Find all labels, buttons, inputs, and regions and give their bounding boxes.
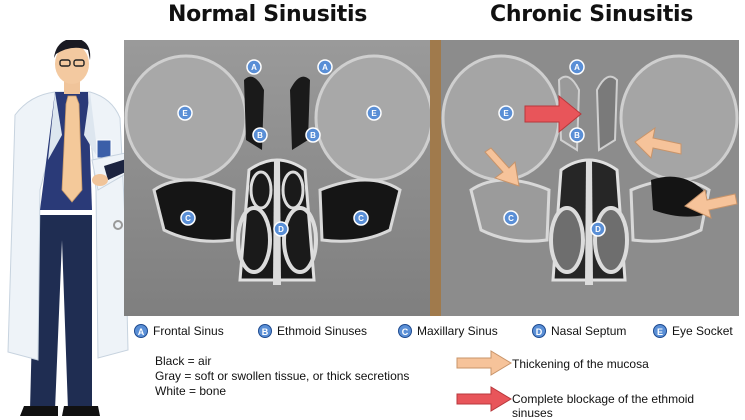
badge-d-chronic: D: [590, 221, 606, 237]
svg-text:A: A: [322, 63, 328, 72]
chronic-sinus-ct-scan: A B E C D: [441, 40, 739, 316]
thickening-label: Thickening of the mucosa: [512, 357, 649, 371]
legend-label-eye-socket: Eye Socket: [672, 324, 733, 338]
key-gray: Gray = soft or swollen tissue, or thick …: [155, 369, 410, 383]
badge-d: D: [273, 221, 289, 237]
legend-ethmoid-sinuses: B Ethmoid Sinuses: [258, 324, 367, 338]
badge-b-chronic: B: [569, 127, 585, 143]
thickening-arrow-3: [684, 189, 738, 219]
sinus-legend: A Frontal Sinus B Ethmoid Sinuses C Maxi…: [134, 324, 740, 342]
svg-text:B: B: [257, 131, 263, 140]
badge-e-right: E: [366, 105, 382, 121]
badge-a-right: A: [317, 59, 333, 75]
svg-text:B: B: [574, 131, 580, 140]
badge-c-left: C: [180, 210, 196, 226]
legend-label-septum: Nasal Septum: [551, 324, 627, 338]
svg-text:E: E: [182, 109, 188, 118]
legend-badge-c: C: [398, 324, 412, 338]
legend-badge-d: D: [532, 324, 546, 338]
chronic-sinusitis-title: Chronic Sinusitis: [490, 2, 694, 27]
legend-nasal-septum: D Nasal Septum: [532, 324, 626, 338]
legend-eye-socket: E Eye Socket: [653, 324, 733, 338]
badge-b-left: B: [252, 127, 268, 143]
legend-badge-b: B: [258, 324, 272, 338]
scan-divider: [430, 40, 441, 316]
normal-sinus-ct-scan: A A B B E E C C D: [124, 40, 430, 316]
shading-key: Black = air Gray = soft or swollen tissu…: [155, 354, 409, 399]
badge-c-right: C: [353, 210, 369, 226]
blockage-arrow-legend-icon: [456, 386, 512, 412]
legend-badge-a: A: [134, 324, 148, 338]
thickening-arrow-2: [484, 147, 520, 187]
svg-text:A: A: [574, 63, 580, 72]
svg-text:A: A: [251, 63, 257, 72]
legend-label-maxillary: Maxillary Sinus: [417, 324, 498, 338]
legend-label-frontal: Frontal Sinus: [153, 324, 224, 338]
badge-b-right: B: [305, 127, 321, 143]
badge-a-chronic: A: [569, 59, 585, 75]
badge-e-chronic: E: [498, 105, 514, 121]
key-white: White = bone: [155, 384, 227, 398]
key-black: Black = air: [155, 354, 212, 368]
blockage-arrow: [524, 94, 582, 134]
legend-badge-e: E: [653, 324, 667, 338]
blockage-label: Complete blockage of the ethmoid sinuses: [512, 392, 695, 420]
badge-c-chronic: C: [503, 210, 519, 226]
normal-sinusitis-title: Normal Sinusitis: [168, 2, 368, 27]
svg-text:C: C: [185, 214, 191, 223]
doctor-illustration: [7, 40, 150, 416]
svg-text:C: C: [508, 214, 514, 223]
svg-text:D: D: [595, 225, 601, 234]
legend-maxillary-sinus: C Maxillary Sinus: [398, 324, 498, 338]
svg-text:D: D: [278, 225, 284, 234]
thickening-arrow-1: [634, 126, 682, 160]
svg-text:E: E: [503, 109, 509, 118]
svg-text:C: C: [358, 214, 364, 223]
badge-a-left: A: [246, 59, 262, 75]
legend-frontal-sinus: A Frontal Sinus: [134, 324, 224, 338]
svg-text:E: E: [371, 109, 377, 118]
legend-label-ethmoid: Ethmoid Sinuses: [277, 324, 368, 338]
badge-e-left: E: [177, 105, 193, 121]
thickening-arrow-legend-icon: [456, 350, 512, 376]
svg-text:B: B: [310, 131, 316, 140]
